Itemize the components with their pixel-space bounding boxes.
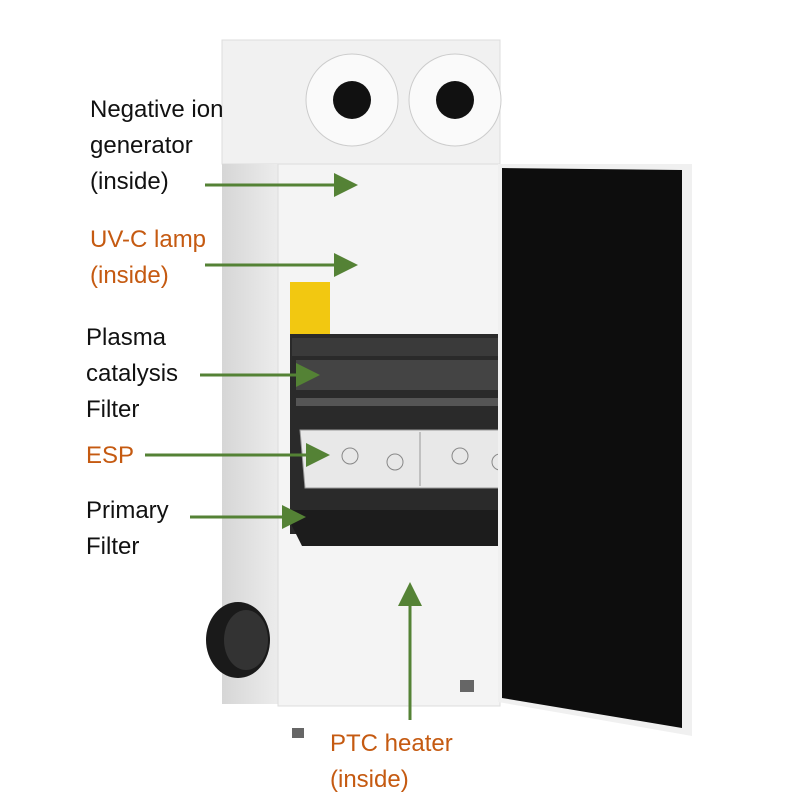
- label-line: (inside): [90, 168, 169, 195]
- label-line: Primary: [86, 497, 169, 524]
- plasma-filter-tray: [296, 360, 522, 390]
- open-door: [498, 164, 692, 736]
- label-line: (inside): [90, 262, 169, 289]
- label-line: Plasma: [86, 324, 167, 351]
- label-line: (inside): [330, 766, 409, 793]
- label-line: Filter: [86, 533, 140, 560]
- top-vent-box: [221, 39, 502, 165]
- label-line: Negative ion: [90, 96, 224, 123]
- label-line: ESP: [86, 442, 135, 469]
- label-esp: ESP: [86, 438, 134, 474]
- label-primary-filter: Primary Filter: [86, 493, 169, 565]
- esp-module: [299, 429, 516, 489]
- label-ptc-heater: PTC heater (inside): [330, 726, 453, 798]
- label-line: generator: [90, 132, 193, 159]
- cabinet-body: [222, 163, 538, 738]
- label-plasma-catalysis-filter: Plasma catalysis Filter: [86, 320, 178, 428]
- label-line: catalysis: [86, 360, 179, 387]
- primary-filter-tray: [284, 510, 538, 546]
- warning-sticker: [290, 282, 330, 334]
- label-negative-ion-generator: Negative ion generator (inside): [90, 92, 223, 200]
- label-line: PTC heater: [330, 730, 453, 757]
- label-line: UV-C lamp: [90, 226, 207, 253]
- label-line: Filter: [86, 396, 140, 423]
- fan-duct: [206, 602, 270, 678]
- label-uvc-lamp: UV-C lamp (inside): [90, 222, 206, 294]
